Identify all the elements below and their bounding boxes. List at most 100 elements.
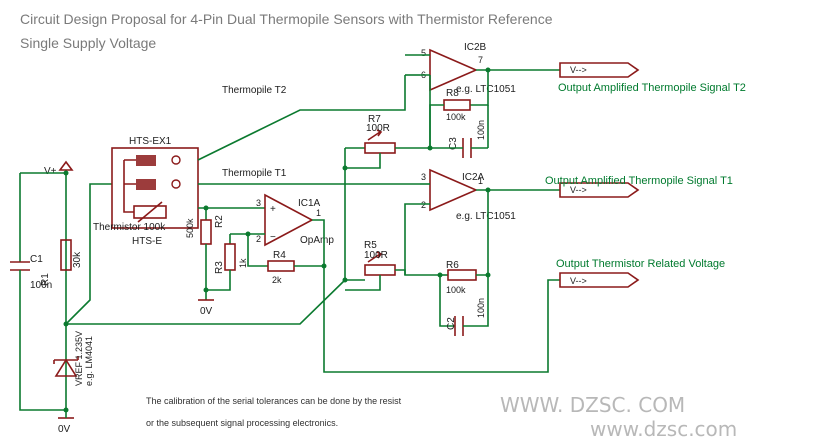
gnd-label: 0V	[58, 424, 71, 435]
ic1a-pin-plus: 3	[256, 198, 261, 208]
sensor-pin-7	[171, 155, 181, 165]
r8-left-wire	[429, 104, 444, 148]
ic1a-pin-minus: 2	[256, 234, 261, 244]
r5-name: R5	[364, 240, 377, 251]
r5-right-wire	[395, 269, 440, 276]
c2-left-wire	[439, 275, 455, 327]
output-thermistor-label: Output Thermistor Related Voltage	[556, 258, 725, 270]
ic1a-minus-sign: −	[270, 232, 276, 243]
r3-bottom-wire	[206, 270, 231, 291]
r1-name: R1	[40, 273, 51, 286]
ic1a-type: OpAmp	[300, 235, 334, 246]
output-t1-label: Output Amplified Thermopile Signal T1	[545, 175, 733, 187]
note-line-2: or the subsequent signal processing elec…	[146, 418, 338, 428]
vplus-arrow-icon	[58, 160, 74, 171]
ic2b-input-wires	[405, 54, 430, 76]
vref-name: VREF 1.235V	[74, 331, 84, 386]
thermopile-t2-element	[136, 155, 156, 166]
c2-right-wire	[463, 275, 489, 327]
ic2b-pin-plus: 5	[421, 48, 426, 58]
output-t2-label: Output Amplified Thermopile Signal T2	[558, 82, 746, 94]
r6-value: 100k	[446, 285, 466, 295]
title-line-2: Single Supply Voltage	[20, 35, 156, 51]
sensor-name-bottom: HTS-E	[132, 236, 162, 247]
r7-value: 100R	[366, 123, 390, 134]
ic2b-part: e.g. LTC1051	[456, 84, 516, 95]
ic1a-gnd-label: 0V	[200, 306, 213, 317]
title-line-1: Circuit Design Proposal for 4-Pin Dual T…	[20, 11, 553, 27]
r5-wiper-wire	[345, 275, 381, 291]
sensor-hts: HTS-EX1 HTS-E Thermistor 100k	[93, 136, 199, 247]
ic2a-r6-node	[485, 272, 491, 278]
r4-left-wire	[247, 234, 268, 267]
ic1a-name: IC1A	[298, 198, 321, 209]
r5-potentiometer	[364, 264, 396, 276]
thermistor-arrow-icon	[137, 201, 163, 223]
c3-value: 100n	[476, 120, 486, 140]
sensor-name-top: HTS-EX1	[129, 136, 172, 147]
c1-value: 100n	[30, 280, 52, 291]
r6-resistor	[447, 269, 477, 281]
ic1a-gnd-node	[203, 287, 209, 293]
r6-right-wire	[476, 190, 489, 276]
thermopile-t2-wire	[197, 75, 406, 161]
r7-trim-arrow-icon	[367, 129, 383, 141]
watermark-top: WWW. DZSC. COM	[500, 393, 685, 417]
c1-bottom-wire	[19, 278, 66, 411]
output-flag-thermistor	[559, 272, 640, 288]
c2-value: 100n	[476, 298, 486, 318]
ic2a-pin-plus: 3	[421, 172, 426, 182]
note-line-1: The calibration of the serial tolerances…	[146, 396, 402, 406]
c2-name: C2	[446, 317, 457, 330]
ic2a-pin-minus: 2	[421, 200, 426, 210]
ic2a-section: IC2A e.g. LTC1051 3 2 1 R5 100R R6 100k …	[345, 168, 560, 336]
ic1a-opamp	[264, 193, 314, 247]
ic1a-output-wire	[323, 266, 560, 373]
r8-resistor	[443, 99, 471, 111]
c1-capacitor	[10, 261, 30, 271]
r7-potentiometer	[364, 142, 396, 154]
r3-name: R3	[214, 261, 225, 274]
vref-bus-wire	[66, 279, 346, 325]
ic1a-pin-out: 1	[316, 208, 321, 218]
trim-bus-node-top	[342, 165, 348, 171]
r4-resistor	[267, 260, 295, 272]
r5-value: 100R	[364, 250, 388, 261]
r3-value: 1k	[238, 258, 248, 268]
vref-zener-icon	[54, 358, 78, 377]
ic2b-section: IC2B e.g. LTC1051 5 6 7 R8 100k C3 100n …	[345, 42, 560, 169]
ic2b-pin-out: 7	[478, 55, 483, 65]
r8-value: 100k	[446, 112, 466, 122]
vref-zener-bar	[53, 356, 79, 364]
ic2b-name: IC2B	[464, 42, 487, 53]
output-flag-t2-label: V-->	[570, 65, 587, 75]
c1-name: C1	[30, 254, 43, 265]
thermopile-t1-element	[136, 179, 156, 190]
r1-resistor	[60, 239, 72, 271]
thermopile-t2-label: Thermopile T2	[222, 85, 287, 96]
sensor-pin-3	[171, 179, 181, 189]
watermark-bottom: www.dzsc.com	[590, 417, 737, 441]
output-flag-thermistor-label: V-->	[570, 276, 587, 286]
ic2a-pin-out: 1	[478, 176, 483, 186]
ic1a-plus-sign: +	[270, 204, 276, 215]
output-flag-t2	[559, 62, 640, 78]
r2-name: R2	[214, 215, 225, 228]
r2-value: 500k	[185, 218, 195, 238]
thermopile-t1-label: Thermopile T1	[222, 168, 287, 179]
c3-name: C3	[448, 137, 459, 150]
r5-trim-arrow-icon	[367, 251, 383, 263]
r7-name: R7	[368, 114, 381, 125]
r2-resistor	[200, 219, 212, 245]
ic2a-name: IC2A	[462, 172, 485, 183]
r3-resistor	[224, 243, 236, 271]
output-flag-t1-label: V-->	[570, 185, 587, 195]
r4-value: 2k	[272, 275, 282, 285]
r7-wiper-wire	[345, 153, 381, 169]
output-flag-t1	[559, 182, 640, 198]
thermistor-element	[133, 205, 167, 219]
sensor-internal-wiring	[123, 159, 136, 213]
ic2a-opamp	[429, 168, 479, 212]
